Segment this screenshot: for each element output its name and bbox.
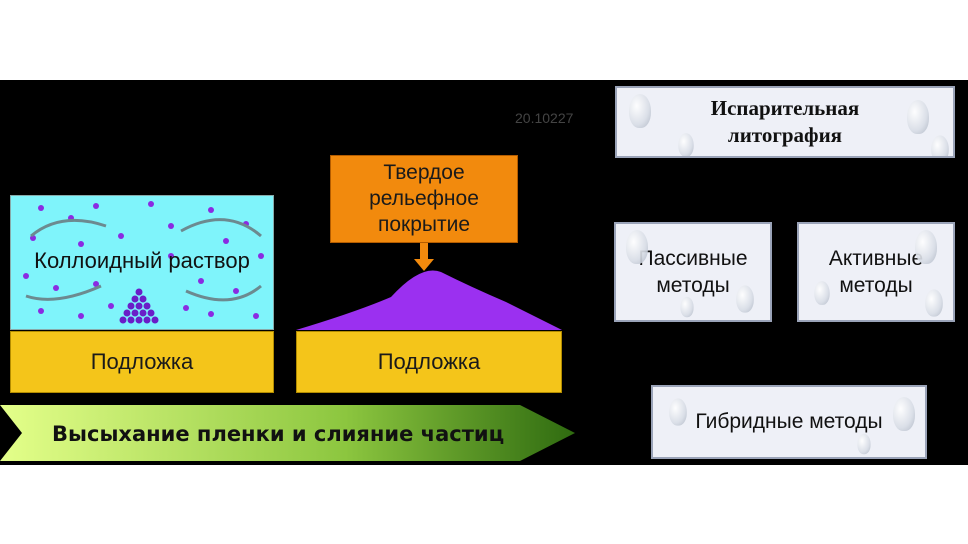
particle-pile [119,288,159,324]
drying-banner: Высыхание пленки и слияние частиц [0,405,575,461]
drop-decoration [857,433,871,455]
drop-decoration [893,397,915,431]
substrate-left: Подложка [10,331,274,393]
drop-decoration [814,281,830,305]
evaporative-line1: Испарительная [710,95,860,120]
substrate-right: Подложка [296,331,562,393]
solid-coating-line2: рельефное [369,186,479,210]
solid-coating-box: Твердое рельефное покрытие [330,155,518,243]
evaporative-line2: литография [727,123,843,147]
substrate-left-label: Подложка [90,349,194,374]
colloid-particles [23,201,264,319]
drop-decoration [925,289,943,317]
passive-line1: Пассивные [638,246,748,270]
passive-methods-box: Пассивные методы [614,222,772,322]
drop-decoration [907,100,929,134]
drop-decoration [736,285,754,313]
passive-line2: методы [656,274,730,297]
active-methods-box: Активные методы [797,222,955,322]
drop-decoration [678,133,694,156]
drop-decoration [680,296,694,318]
active-line2: методы [839,274,913,297]
solid-coating-line1: Твердое [383,160,465,184]
drop-decoration [669,398,687,426]
evaporative-lithography-box: Испарительная литография [615,86,955,158]
flow-arrows [25,218,262,302]
drop-decoration [629,94,651,128]
watermark-text: 20.10227 [515,110,574,126]
particles-and-flow [23,201,264,324]
colloid-label: Коллоидный раствор [34,248,250,273]
active-line1: Активные [828,246,924,270]
drying-banner-label: Высыхание пленки и слияние частиц [52,422,504,446]
drop-decoration [931,135,949,156]
solid-coating-line3: покрытие [377,213,471,237]
substrate-right-label: Подложка [377,349,481,374]
drop-decoration [626,230,648,264]
colloid-solution-box: Коллоидный раствор [10,195,274,330]
hybrid-methods-box: Гибридные методы [651,385,927,459]
film-mound [296,270,562,330]
drop-decoration [915,230,937,264]
solid-coating-arrow [414,243,434,271]
hybrid-label: Гибридные методы [695,410,883,433]
